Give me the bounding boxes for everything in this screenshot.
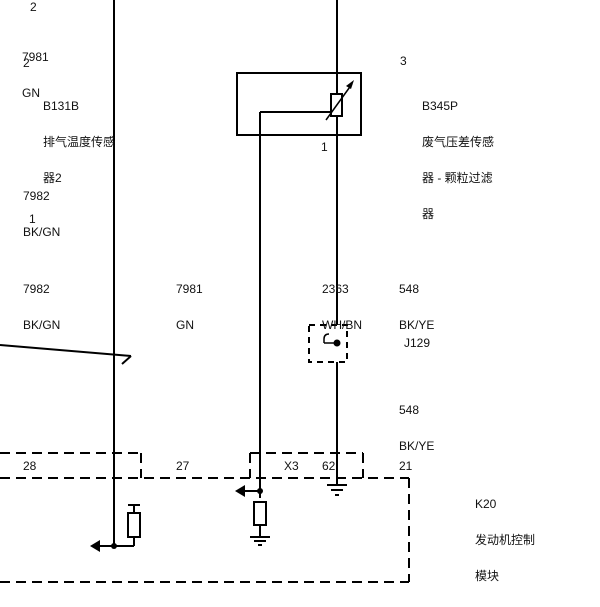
top-pin-label: 2 [30,0,37,14]
junction-dot [257,488,263,494]
resistor-icon [253,501,267,526]
component-name: 器 - 颗粒过滤 [422,171,493,185]
component-name: 模块 [475,569,500,583]
k20-pin-28-label: 28 [23,459,37,473]
wire-548-a-label: 548 BK/YE [399,259,434,343]
k20-pin-21-label: 21 [399,459,413,473]
component-name: 排气温度传感 [43,135,116,149]
component-name: 废气压差传感 [422,135,495,149]
arrow-left-icon [90,540,100,552]
component-name: 器 [422,207,435,221]
splice-j129-label: J129 [404,336,431,350]
wire-code: 548 [399,403,420,417]
wire-color: WH/BN [322,318,362,332]
wire-7982-a-label: 7982 BK/GN [23,166,60,250]
wire-code: 7982 [23,282,50,296]
b131b-pin-top-label: 2 [23,56,30,70]
wire-color: BK/GN [23,318,61,332]
k20-pin-27-label: 27 [176,459,190,473]
wire-color: GN [176,318,194,332]
wire-code: 7981 [176,282,203,296]
wire-7982-bk-gn [0,344,132,357]
b131b-pin-bottom-label: 1 [29,212,36,226]
wire-color: BK/GN [23,225,61,239]
wire-code: 7982 [23,189,50,203]
wire-548-b-label: 548 BK/YE [399,380,434,464]
b345p-pin-top-label: 3 [400,54,407,68]
ground-icon [327,484,347,496]
component-id: B131B [43,99,80,113]
k20-internal-left-circuit [96,504,141,547]
k20-module-outline [0,452,410,583]
k20-internal-x3-circuit [243,490,270,546]
wire-7981-b-label: 7981 GN [176,259,203,343]
wire-color: BK/YE [399,318,435,332]
k20-pin-62-label: 62 [322,459,336,473]
pullup-resistor-icon [127,512,141,538]
b345p-pin-bottom-label: 1 [321,140,328,154]
wire-code: 548 [399,282,420,296]
component-name: 发动机控制 [475,533,536,547]
arrow-left-icon [235,485,245,497]
b131b-component-label: B131B 排气温度传感 器2 [43,76,115,196]
wire-2363-label: 2363 WH/BN [322,259,362,343]
component-name: 器2 [43,171,62,185]
wire-color: BK/YE [399,439,435,453]
b345p-component-label: B345P 废气压差传感 器 - 颗粒过滤 器 [422,76,494,232]
component-id: B345P [422,99,459,113]
j129-splice [308,324,348,363]
connector-x3-label: X3 [284,459,299,473]
wire-7981-top-label: 7981 GN [22,27,49,111]
wire-code: 2363 [322,282,349,296]
component-id: K20 [475,497,497,511]
k20-component-label: K20 发动机控制 模块 [475,474,535,594]
wire-color: GN [22,86,40,100]
junction-dot [111,543,117,549]
wire-code: 7981 [22,50,49,64]
b345p-sensor-box [236,72,362,136]
wire-7982-b-label: 7982 BK/GN [23,259,60,343]
